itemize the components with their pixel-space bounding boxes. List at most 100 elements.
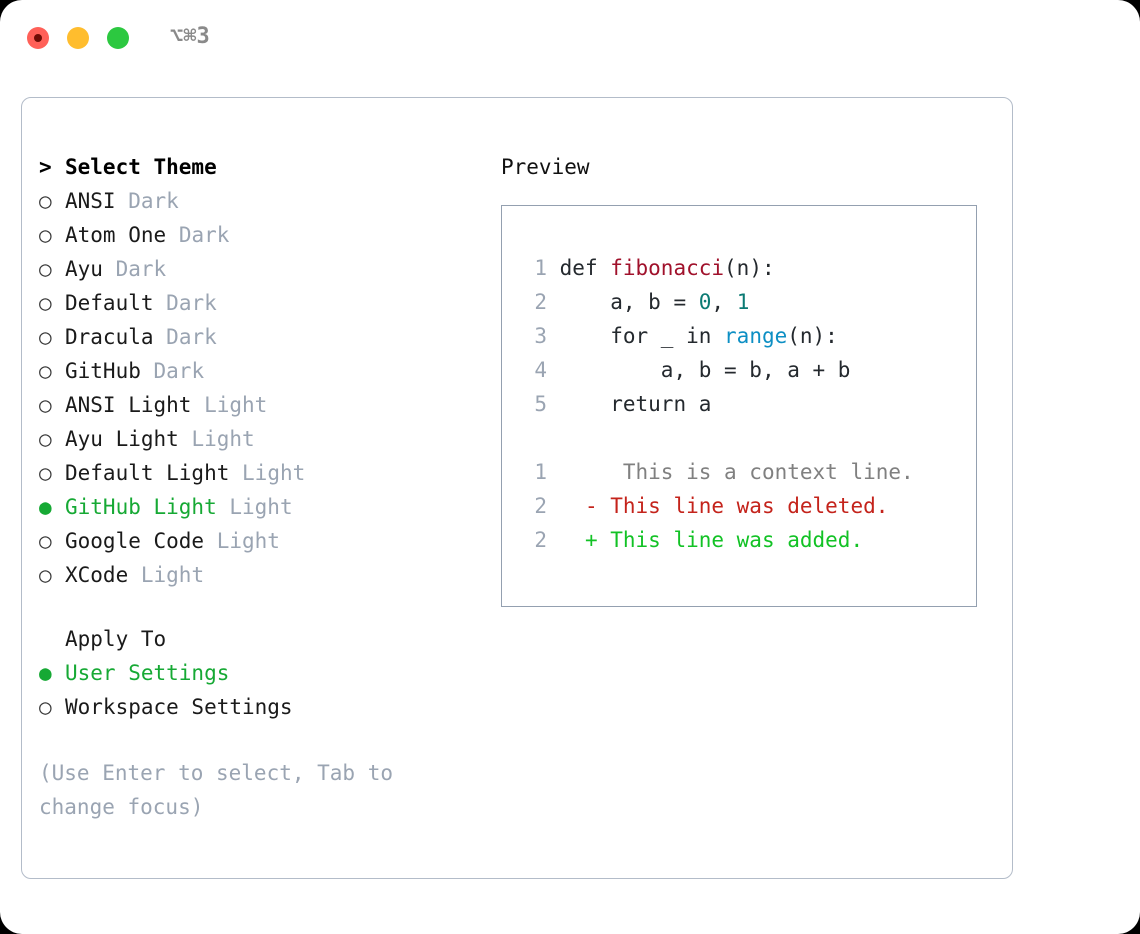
close-button[interactable]	[27, 27, 49, 49]
apply-to-options: ● User Settings ○Workspace Settings	[39, 656, 479, 724]
radio-unselected-icon: ○	[39, 291, 52, 315]
apply-to-heading: Apply To	[39, 622, 479, 656]
theme-label-space	[217, 495, 230, 519]
theme-variant-badge: Light	[216, 529, 280, 553]
help-text: (Use Enter to select, Tab to change focu…	[39, 761, 394, 819]
prompt-caret-icon: >	[39, 155, 52, 179]
radio-unselected-icon: ○	[39, 461, 52, 485]
theme-label-space	[154, 291, 167, 315]
preview-column: Preview 1 def fibonacci(n):2 a, b = 0, 1…	[501, 150, 1001, 607]
theme-variant-badge: Dark	[153, 359, 205, 383]
code-line: 3 for _ in range(n):	[523, 319, 970, 353]
theme-label-space	[141, 359, 154, 383]
code-token: return a	[559, 392, 712, 416]
theme-label-space	[103, 257, 116, 281]
theme-list-item[interactable]: ○Atom One Dark	[39, 218, 479, 252]
diff-sign: -	[584, 494, 598, 518]
preview-heading: Preview	[501, 155, 590, 179]
section-spacer	[39, 592, 479, 622]
theme-list-item[interactable]: ○Default Light Light	[39, 456, 479, 490]
theme-list-item[interactable]: ○Default Dark	[39, 286, 479, 320]
maximize-button[interactable]	[107, 27, 129, 49]
theme-label-space	[204, 529, 217, 553]
apply-to-heading-label: Apply To	[65, 627, 167, 651]
theme-list-item[interactable]: ○ANSI Light Light	[39, 388, 479, 422]
theme-label-space	[128, 563, 141, 587]
radio-selected-icon: ●	[39, 661, 52, 685]
theme-name-label: Atom One	[65, 223, 167, 247]
code-line: 2 a, b = 0, 1	[523, 285, 970, 319]
theme-list-item[interactable]: ○ ANSI Dark	[39, 184, 479, 218]
theme-variant-badge: Dark	[115, 257, 167, 281]
theme-name-label: XCode	[65, 563, 129, 587]
theme-name-label: Ayu	[65, 257, 103, 281]
diff-sign: +	[584, 528, 598, 552]
theme-label-space	[116, 189, 129, 213]
theme-name-label: Dracula	[65, 325, 154, 349]
radio-unselected-icon: ○	[39, 427, 52, 451]
theme-name-label: Google Code	[65, 529, 205, 553]
code-token: 1	[736, 290, 750, 314]
code-token: (n):	[787, 324, 838, 348]
theme-list: ○ANSI Dark○Atom One Dark○Ayu Dark○Defaul…	[39, 184, 479, 592]
code-line: 4 a, b = b, a + b	[523, 353, 970, 387]
apply-to-option[interactable]: ● User Settings	[39, 656, 479, 690]
line-number: 2	[534, 290, 547, 314]
theme-variant-badge: Dark	[166, 325, 217, 349]
gutter-space	[547, 460, 585, 484]
code-token: a, b = b, a + b	[559, 358, 851, 382]
theme-list-item[interactable]: ○ Ayu Light Light	[39, 422, 479, 456]
theme-label-space	[154, 325, 167, 349]
theme-name-label: Default	[65, 291, 154, 315]
theme-variant-badge: Dark	[178, 223, 230, 247]
apply-to-option[interactable]: ○Workspace Settings	[39, 690, 479, 724]
diff-text: This line was deleted.	[597, 494, 889, 518]
radio-unselected-icon: ○	[39, 189, 52, 213]
radio-unselected-icon: ○	[39, 695, 52, 719]
code-token: a, b =	[559, 290, 699, 314]
apply-to-heading-indent	[39, 622, 65, 656]
gutter-space	[547, 528, 585, 552]
radio-unselected-icon: ○	[39, 563, 52, 587]
theme-name-label: ANSI	[65, 189, 116, 213]
theme-name-label: ANSI Light	[65, 393, 192, 417]
radio-unselected-icon: ○	[39, 325, 52, 349]
line-number: 1	[534, 460, 547, 484]
line-number: 1	[534, 256, 547, 280]
theme-list-item[interactable]: ○Ayu Dark	[39, 252, 479, 286]
theme-list-item[interactable]: ●GitHub Light Light	[39, 490, 479, 524]
theme-variant-badge: Light	[229, 495, 293, 519]
radio-unselected-icon: ○	[39, 529, 52, 553]
theme-picker-heading-label: Select Theme	[65, 155, 217, 179]
apply-to-option-label: User Settings	[65, 661, 230, 685]
theme-name-label: Ayu Light	[65, 427, 179, 451]
diff-line: 2 + This line was added.	[523, 523, 970, 557]
theme-name-label: GitHub	[65, 359, 141, 383]
diff-line: 1 This is a context line.	[523, 455, 970, 489]
theme-picker-heading: > Select Theme	[39, 150, 479, 184]
code-token: range	[724, 324, 788, 348]
code-token: fibonacci	[610, 256, 725, 280]
theme-label-space	[191, 393, 204, 417]
code-blank-line	[523, 421, 970, 455]
line-number: 5	[534, 392, 547, 416]
theme-variant-badge: Light	[191, 427, 255, 451]
title-bar: ⌥⌘3	[0, 0, 1140, 76]
theme-list-item[interactable]: ○XCode Light	[39, 558, 479, 592]
theme-list-item[interactable]: ○ Dracula Dark	[39, 320, 479, 354]
theme-list-item[interactable]: ○ Google Code Light	[39, 524, 479, 558]
theme-variant-badge: Dark	[128, 189, 179, 213]
code-token: (n):	[724, 256, 775, 280]
theme-list-item[interactable]: ○GitHub Dark	[39, 354, 479, 388]
line-number: 2	[534, 528, 547, 552]
line-number: 2	[534, 494, 547, 518]
theme-variant-badge: Light	[204, 393, 268, 417]
code-line: 1 def fibonacci(n):	[523, 251, 970, 285]
theme-picker-column: >Select Theme ○ANSI Dark○Atom One Dark○A…	[39, 150, 479, 824]
minimize-button[interactable]	[67, 27, 89, 49]
theme-name-label: GitHub Light	[65, 495, 217, 519]
gutter-space	[547, 494, 585, 518]
theme-name-label: Default Light	[65, 461, 230, 485]
